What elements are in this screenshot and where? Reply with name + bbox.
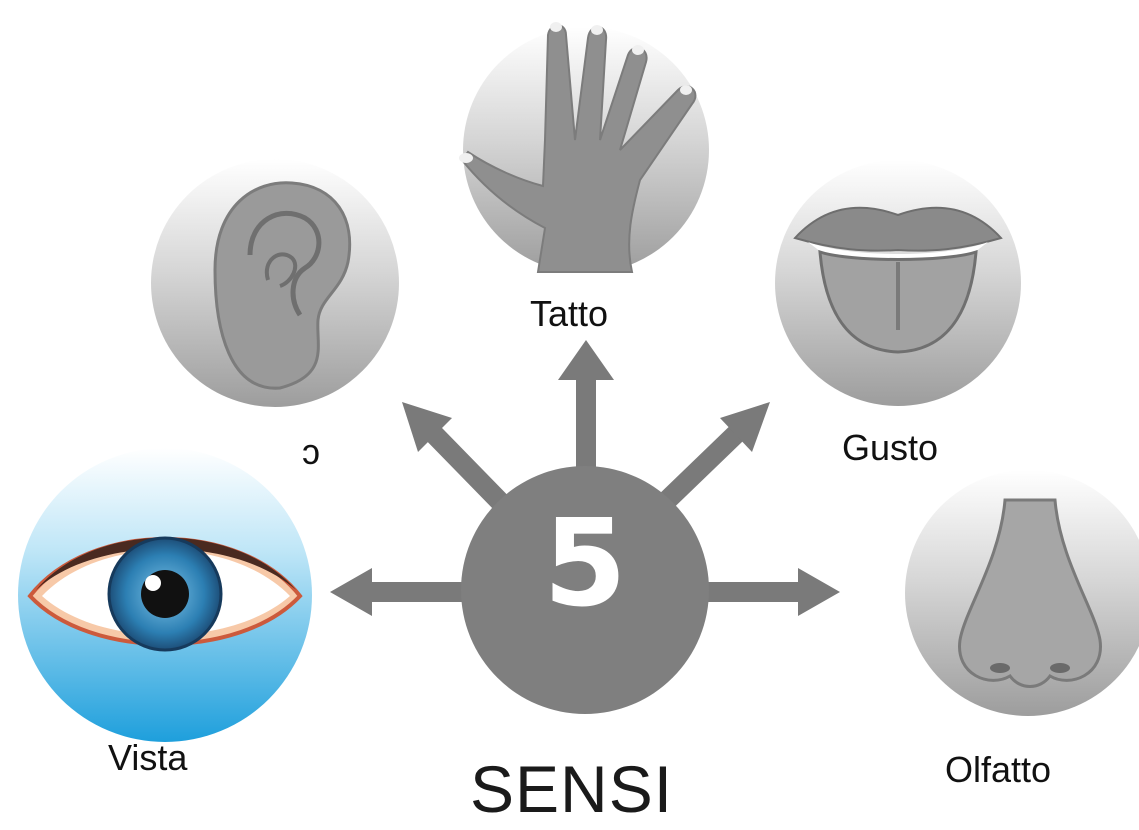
sense-tatto-circle xyxy=(459,22,709,273)
sense-vista-circle xyxy=(18,448,312,742)
arrow-left xyxy=(330,568,480,616)
sense-gusto-circle xyxy=(775,160,1021,406)
arrow-up-left xyxy=(402,402,518,519)
label-tatto: Tatto xyxy=(530,293,609,334)
sense-udito-circle xyxy=(151,159,399,407)
label-vista: Vista xyxy=(108,737,188,778)
mouth-tongue-icon xyxy=(793,206,1003,354)
label-olfatto: Olfatto xyxy=(945,749,1052,790)
arrow-up-right xyxy=(648,402,770,520)
ear-icon xyxy=(213,181,352,390)
center-hub xyxy=(461,466,709,714)
hand-icon xyxy=(459,22,697,273)
sense-olfatto-circle xyxy=(905,470,1139,716)
diagram-title: SENSI xyxy=(470,752,674,826)
eye-icon xyxy=(27,536,303,652)
label-gusto: Gusto xyxy=(842,427,939,468)
center-number: 5 xyxy=(543,495,627,634)
label-udito-partial: ɔ xyxy=(302,431,320,472)
arrow-right xyxy=(690,568,840,616)
nose-icon xyxy=(958,498,1102,688)
